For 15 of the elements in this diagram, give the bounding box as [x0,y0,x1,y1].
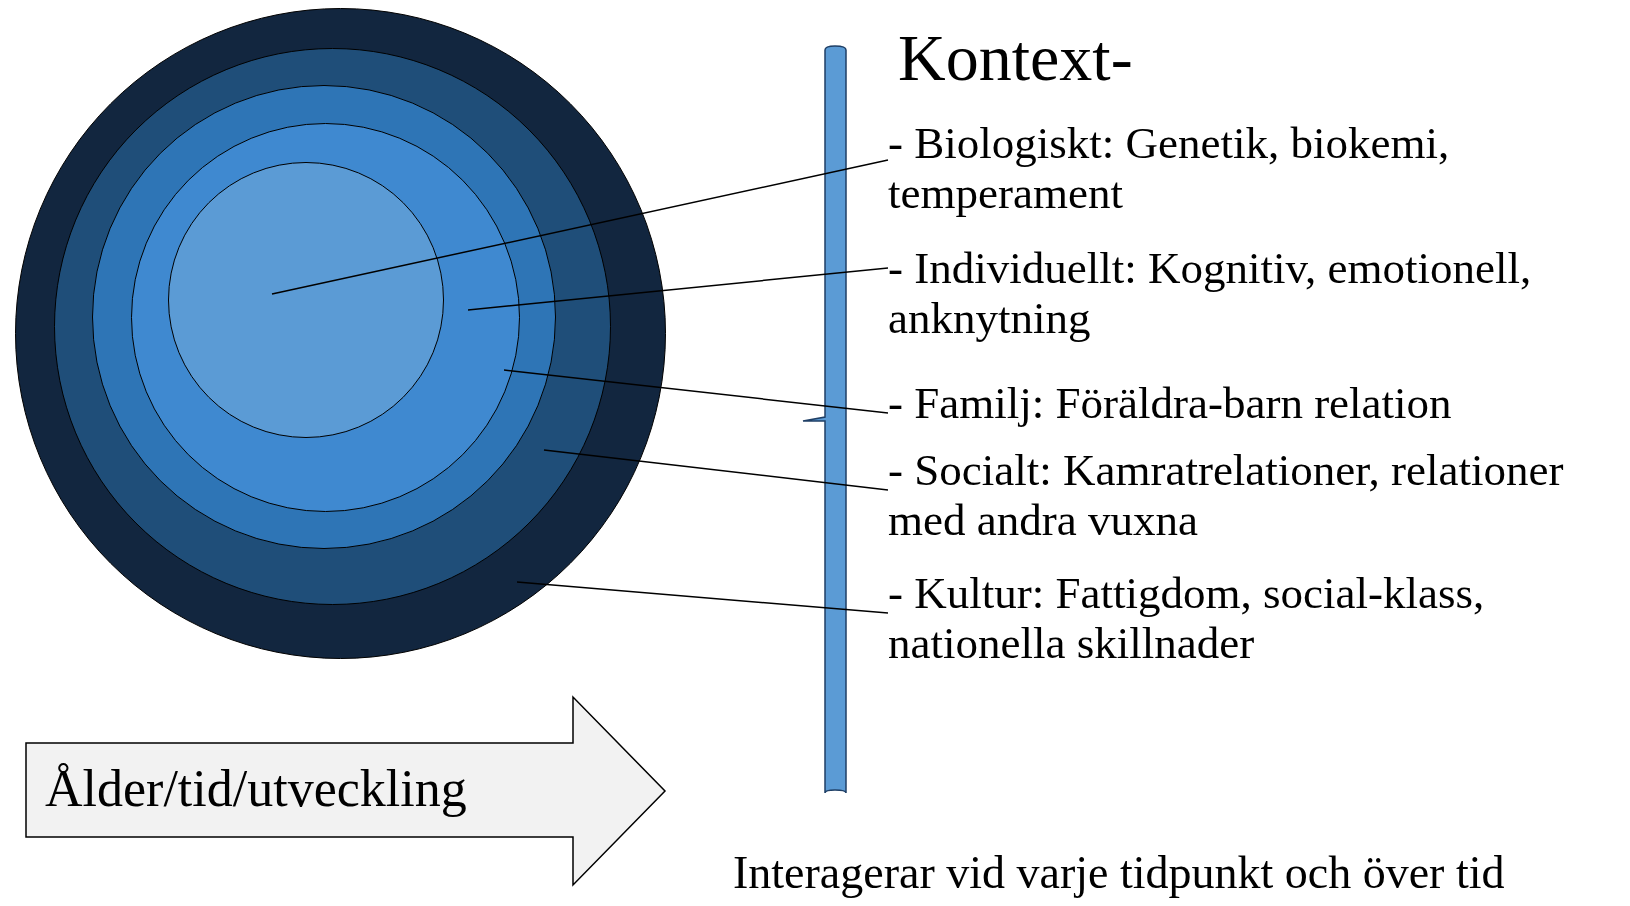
context-item: - Socialt: Kamratrelationer, relationer med andra vuxna [888,445,1623,545]
leader-line [503,369,889,414]
context-item: - Familj: Föräldra-barn relation [888,378,1623,428]
block-arrow [25,696,666,886]
leader-line [543,449,889,491]
leader-line [467,267,889,311]
context-item: - Biologiskt: Genetik, biokemi, temperament [888,118,1623,218]
heading: Kontext- [898,22,1133,95]
bracket-bar [802,45,847,794]
leader-line [271,159,889,295]
context-item: - Individuellt: Kognitiv, emotionell, anknytning [888,243,1623,343]
footnote: Interagerar vid varje tidpunkt och över tid [733,848,1505,899]
leader-line [516,581,889,614]
arrow-label: Ålder/tid/utveckling [45,759,467,819]
context-item: - Kultur: Fattigdom, social-klass, nationella skillnader [888,568,1623,668]
